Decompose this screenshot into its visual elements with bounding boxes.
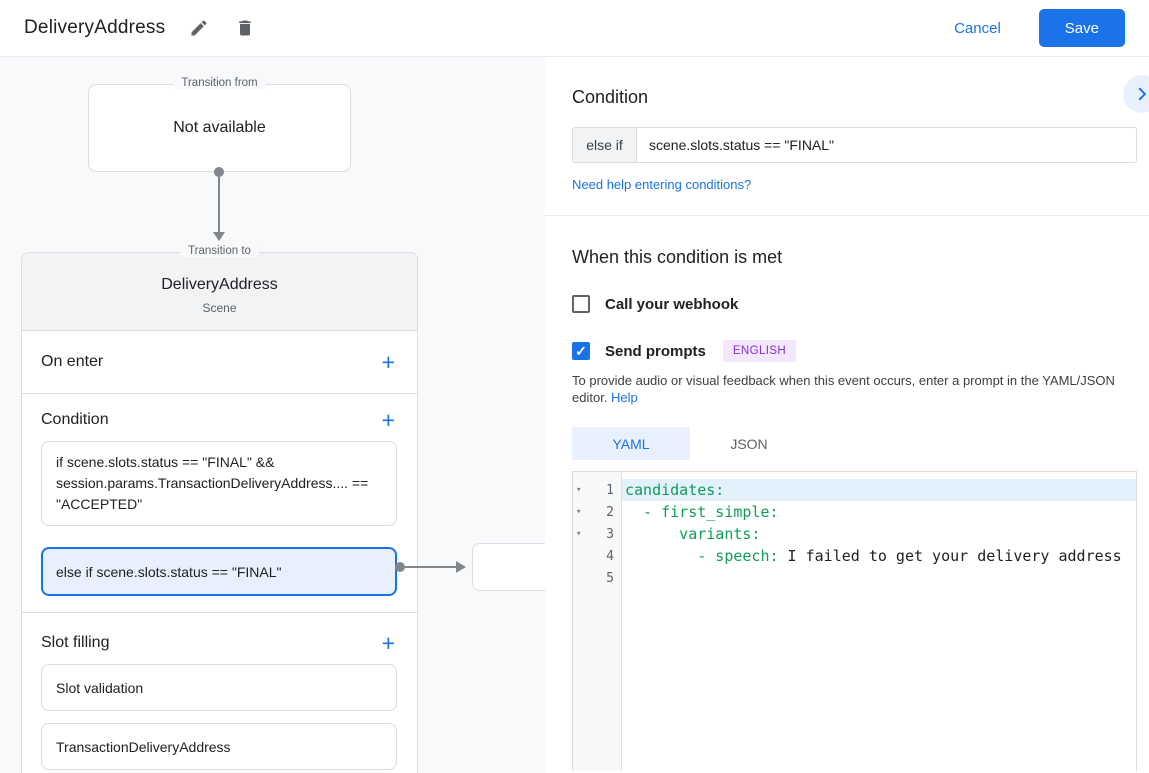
slot-transaction-card[interactable]: TransactionDeliveryAddress bbox=[41, 723, 397, 770]
add-slot-button[interactable]: + bbox=[381, 630, 395, 656]
yaml-value: I failed to get your delivery address bbox=[778, 547, 1122, 565]
transition-from-node: Transition from Not available bbox=[88, 77, 351, 172]
connector-dot bbox=[395, 562, 405, 572]
main-area: Transition from Not available Transition… bbox=[0, 57, 1149, 773]
add-condition-button[interactable]: + bbox=[381, 407, 395, 433]
call-webhook-label: Call your webhook bbox=[605, 295, 739, 313]
arrow-right-icon bbox=[456, 561, 466, 573]
add-on-enter-button[interactable]: + bbox=[381, 349, 395, 375]
connector-line bbox=[403, 566, 458, 568]
condition-section: Condition + if scene.slots.status == "FI… bbox=[22, 394, 417, 613]
line-number: 3 bbox=[606, 526, 614, 542]
yaml-code-editor: ▾ 1 ▾ 2 ▾ 3 4 bbox=[572, 471, 1137, 771]
yaml-key: variants: bbox=[625, 525, 761, 543]
edit-button[interactable] bbox=[187, 16, 211, 40]
cancel-button[interactable]: Cancel bbox=[938, 12, 1017, 45]
code-line bbox=[622, 567, 1136, 589]
chevron-right-icon bbox=[1133, 85, 1149, 103]
yaml-key: candidates: bbox=[625, 481, 725, 499]
fold-arrow-icon[interactable]: ▾ bbox=[576, 485, 582, 495]
scene-card-header: DeliveryAddress Scene bbox=[22, 253, 417, 331]
send-prompts-label: Send prompts bbox=[605, 342, 706, 360]
send-prompts-row: ✓ Send prompts ENGLISH bbox=[572, 340, 1149, 362]
code-line-active: candidates: bbox=[622, 479, 1136, 501]
line-number: 5 bbox=[606, 570, 614, 586]
code-line: - speech: I failed to get your delivery … bbox=[622, 545, 1136, 567]
code-line: - first_simple: bbox=[622, 501, 1136, 523]
scene-diagram-pane: Transition from Not available Transition… bbox=[0, 57, 545, 773]
scene-type-label: Scene bbox=[202, 301, 237, 315]
scene-name: DeliveryAddress bbox=[161, 276, 278, 293]
collapse-panel-button[interactable] bbox=[1123, 75, 1149, 113]
connector-dot bbox=[214, 167, 224, 177]
condition-label: Condition bbox=[41, 411, 109, 428]
else-if-prefix: else if bbox=[573, 128, 637, 162]
code-area[interactable]: candidates: - first_simple: variants: - … bbox=[622, 472, 1136, 771]
transition-from-content: Not available bbox=[173, 119, 266, 136]
line-number: 4 bbox=[606, 548, 614, 564]
yaml-key: - speech: bbox=[625, 547, 779, 565]
fold-arrow-icon[interactable]: ▾ bbox=[576, 507, 582, 517]
slot-filling-label: Slot filling bbox=[41, 634, 110, 651]
transition-from-legend: Transition from bbox=[173, 77, 266, 89]
trash-icon bbox=[235, 18, 255, 38]
send-prompts-checkbox[interactable]: ✓ bbox=[572, 342, 590, 360]
code-line: variants: bbox=[622, 523, 1136, 545]
condition-detail-pane: Condition else if Need help entering con… bbox=[545, 57, 1149, 773]
condition-if-card[interactable]: if scene.slots.status == "FINAL" && sess… bbox=[41, 441, 397, 526]
delete-button[interactable] bbox=[233, 16, 257, 40]
fold-arrow-icon[interactable]: ▾ bbox=[576, 529, 582, 539]
slot-filling-section: Slot filling + Slot validation Transacti… bbox=[22, 613, 417, 770]
connector-line bbox=[218, 175, 220, 233]
condition-expression-input[interactable] bbox=[637, 128, 1136, 162]
scene-card: Transition to DeliveryAddress Scene On e… bbox=[21, 245, 418, 773]
save-button[interactable]: Save bbox=[1038, 9, 1125, 47]
on-enter-section: On enter + bbox=[22, 331, 417, 394]
help-link[interactable]: Help bbox=[611, 390, 638, 405]
tab-json[interactable]: JSON bbox=[730, 435, 768, 452]
yaml-key: - first_simple: bbox=[625, 503, 779, 521]
line-number: 1 bbox=[606, 482, 614, 498]
condition-else-card-selected[interactable]: else if scene.slots.status == "FINAL" bbox=[41, 547, 397, 596]
condition-expression-row: else if bbox=[572, 127, 1137, 163]
slot-validation-card[interactable]: Slot validation bbox=[41, 664, 397, 711]
webhook-row: Call your webhook bbox=[572, 295, 1149, 313]
transition-to-legend: Transition to bbox=[180, 245, 259, 257]
page-title: DeliveryAddress bbox=[24, 17, 166, 38]
top-bar: DeliveryAddress Cancel Save bbox=[0, 0, 1149, 57]
when-condition-met-title: When this condition is met bbox=[572, 247, 783, 267]
panel-title: Condition bbox=[572, 87, 649, 107]
section-divider bbox=[545, 215, 1149, 216]
arrow-down-icon bbox=[213, 232, 225, 241]
tab-yaml[interactable]: YAML bbox=[572, 427, 690, 460]
editor-tabs: YAML JSON bbox=[572, 427, 1149, 460]
call-webhook-checkbox[interactable] bbox=[572, 295, 590, 313]
transition-target-node[interactable] bbox=[472, 543, 545, 591]
pencil-icon bbox=[189, 18, 209, 38]
line-number: 2 bbox=[606, 504, 614, 520]
condition-help-link[interactable]: Need help entering conditions? bbox=[572, 177, 752, 192]
prompt-description-text: To provide audio or visual feedback when… bbox=[572, 373, 1115, 405]
prompt-description: To provide audio or visual feedback when… bbox=[572, 372, 1134, 406]
language-badge: ENGLISH bbox=[722, 340, 797, 362]
on-enter-label: On enter bbox=[41, 353, 104, 370]
editor-gutter: ▾ 1 ▾ 2 ▾ 3 4 bbox=[573, 472, 622, 771]
